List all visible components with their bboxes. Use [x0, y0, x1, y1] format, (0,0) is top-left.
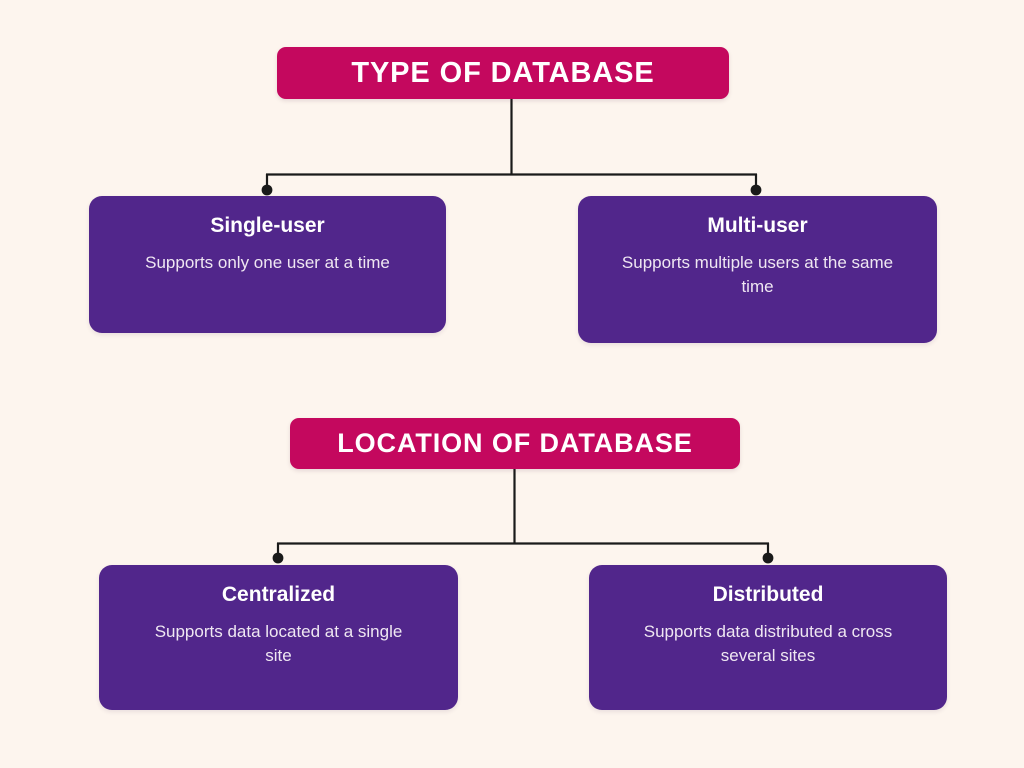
banner-location-of-database-label: LOCATION OF DATABASE	[337, 428, 693, 458]
node-distributed-description: Supports data distributed a cross severa…	[643, 622, 893, 665]
node-centralized: Centralized Supports data located at a s…	[99, 565, 458, 710]
banner-type-of-database-label: TYPE OF DATABASE	[351, 56, 655, 89]
connector-group-location	[272, 469, 774, 564]
node-single-user: Single-user Supports only one user at a …	[89, 196, 446, 333]
node-single-user-title: Single-user	[210, 214, 325, 237]
node-centralized-description: Supports data located at a single site	[154, 622, 403, 665]
connector-group-type	[261, 99, 762, 196]
node-distributed-title: Distributed	[712, 583, 824, 606]
node-centralized-title: Centralized	[221, 583, 336, 606]
node-multi-user-title: Multi-user	[707, 214, 808, 237]
node-multi-user: Multi-user Supports multiple users at th…	[578, 196, 937, 343]
node-distributed: Distributed Supports data distributed a …	[589, 565, 947, 710]
banner-type-of-database: TYPE OF DATABASE	[277, 47, 729, 99]
banner-location-of-database: LOCATION OF DATABASE	[290, 418, 740, 469]
node-single-user-description: Supports only one user at a time	[145, 253, 390, 273]
connector-dot-distributed	[762, 552, 774, 564]
connector-dot-centralized	[272, 552, 284, 564]
node-multi-user-description: Supports multiple users at the same time	[621, 253, 894, 296]
connector-dot-single-user	[261, 184, 273, 196]
connector-dot-multi-user	[750, 184, 762, 196]
